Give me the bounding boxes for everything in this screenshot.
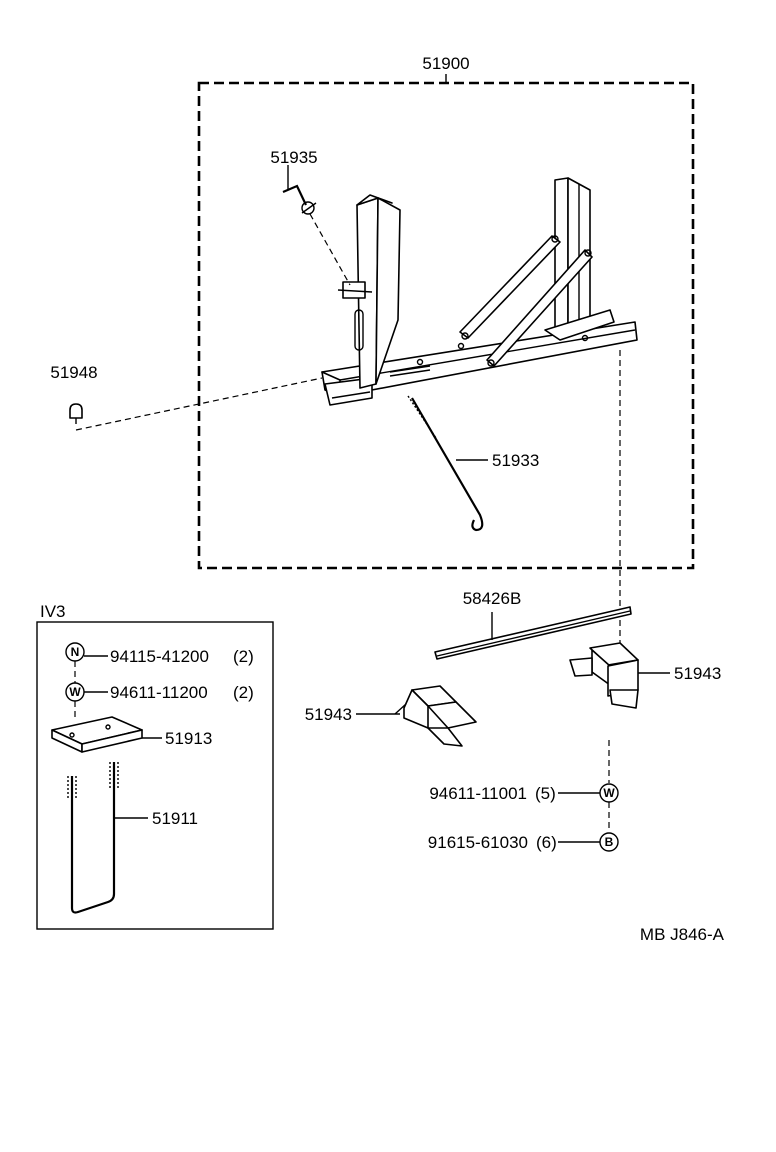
bolt-letter-right: B <box>605 835 614 849</box>
nut-letter: N <box>71 645 80 659</box>
washer-letter-right: W <box>603 786 615 800</box>
rail <box>434 606 632 660</box>
label-rail: 58426B <box>463 589 522 608</box>
label-washer-inset: 94611-11200 <box>110 683 208 702</box>
label-bracket-right: 51943 <box>674 664 721 683</box>
drawing-code: MB J846-A <box>640 925 725 944</box>
label-lock-pin: 51935 <box>270 148 317 167</box>
label-washer-inset-qty: (2) <box>233 683 254 702</box>
plug <box>69 403 83 424</box>
inset-box <box>36 621 274 930</box>
u-bolt <box>67 762 119 914</box>
lock-pin <box>282 184 317 215</box>
label-nut-qty: (2) <box>233 647 254 666</box>
bracket-right <box>569 642 639 709</box>
label-washer-right-qty: (5) <box>535 784 556 803</box>
label-washer-right: 94611-11001 <box>429 784 527 803</box>
hook-rod <box>407 395 484 532</box>
carrier-frame <box>321 177 638 406</box>
label-bolt-right: 91615-61030 <box>428 833 528 852</box>
label-hook-rod: 51933 <box>492 451 539 470</box>
plate <box>51 716 143 753</box>
label-assembly: 51900 <box>422 54 469 73</box>
label-bolt-right-qty: (6) <box>536 833 557 852</box>
label-u-bolt: 51911 <box>152 809 198 828</box>
inset-title: IV3 <box>40 602 66 621</box>
label-bracket-left: 51943 <box>305 705 352 724</box>
label-plug: 51948 <box>50 363 97 382</box>
label-plate: 51913 <box>165 729 212 748</box>
bracket-left <box>394 685 477 747</box>
label-nut: 94115-41200 <box>110 647 209 666</box>
washer-letter-inset: W <box>69 685 81 699</box>
